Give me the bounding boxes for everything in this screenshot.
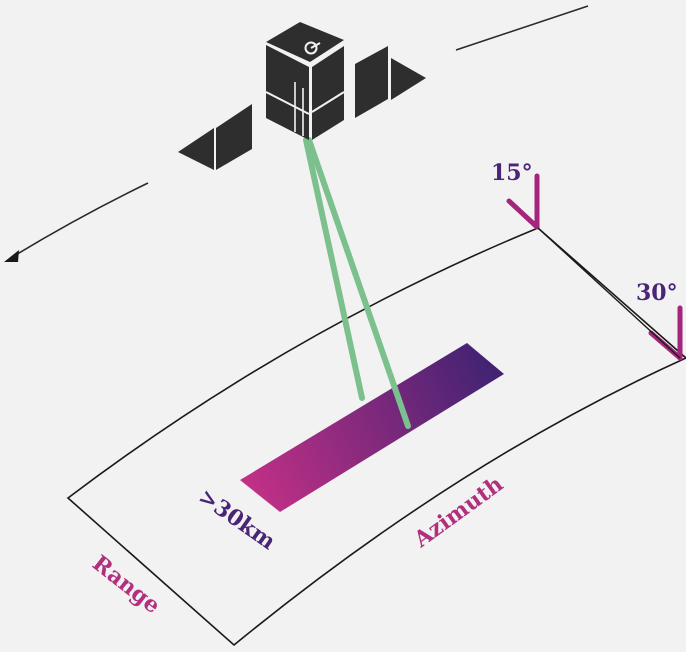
radar-beam (303, 137, 411, 429)
range-label: Range (87, 550, 165, 619)
incidence-marker-near (506, 173, 540, 230)
angle-far-label: 30° (636, 280, 678, 306)
azimuth-label: Azimuth (408, 471, 508, 553)
imaged-swath (240, 343, 504, 512)
satellite-icon (178, 22, 426, 170)
arrow-left-icon (4, 250, 19, 262)
incidence-marker-far (648, 305, 683, 361)
ground-footprint (66, 227, 686, 647)
angle-near-label: 15° (491, 160, 533, 186)
across-track-line (537, 227, 681, 359)
orbit-path-upper (455, 5, 589, 51)
orbit-path-lower (13, 182, 149, 257)
